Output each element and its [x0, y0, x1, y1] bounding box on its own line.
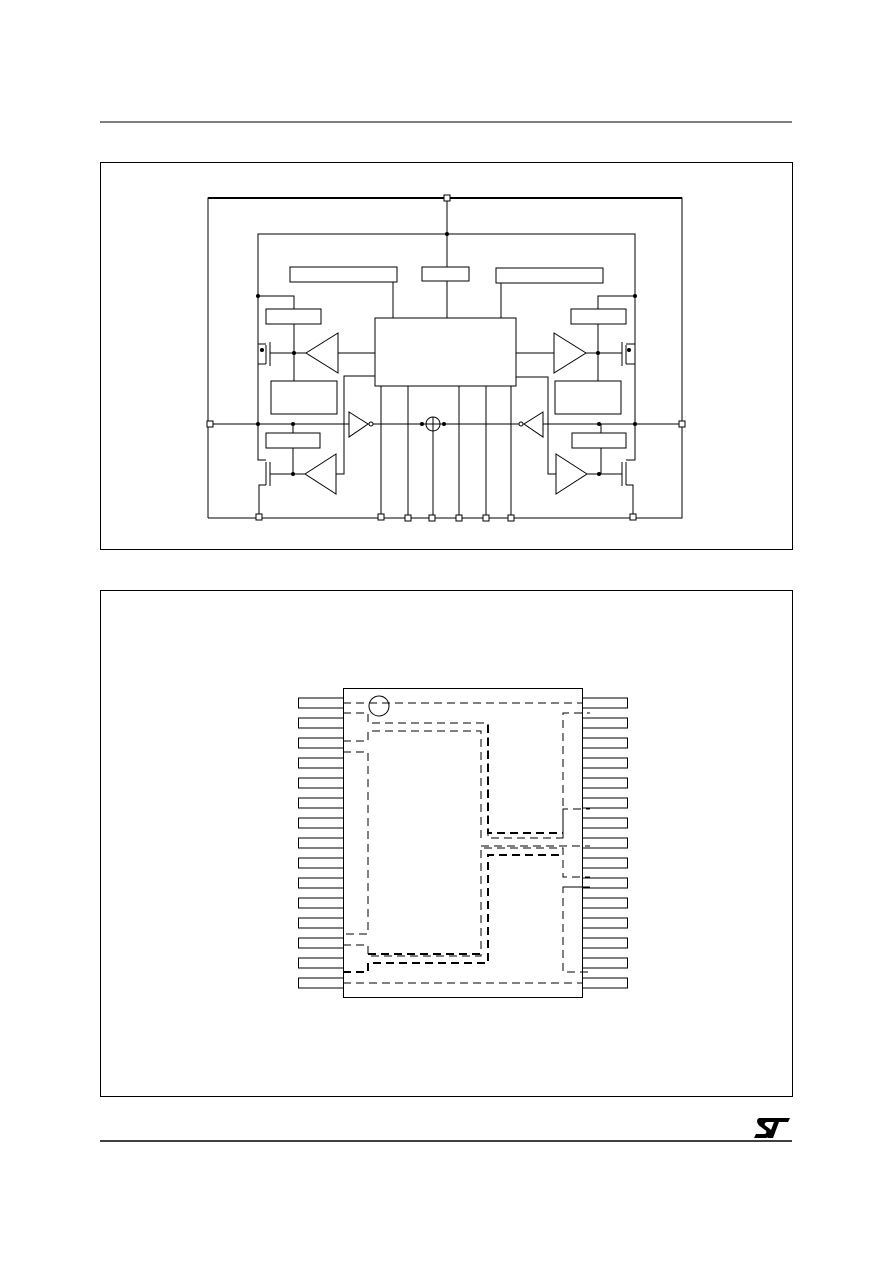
package-pin-left: [298, 737, 344, 749]
package-pin-right: [582, 917, 628, 929]
half-bridge-left: [257, 295, 375, 517]
junction-dot: [445, 232, 449, 236]
package-pin-right: [582, 777, 628, 789]
package-pin-left: [298, 857, 344, 869]
block-top-left: [289, 266, 398, 283]
junction-dot: [260, 348, 264, 352]
package-pin-right: [582, 697, 628, 709]
package-pin-left: [298, 797, 344, 809]
driver-amp-icon: [304, 453, 337, 495]
package-pin-right: [582, 857, 628, 869]
pin-pad: [443, 194, 451, 202]
junction-dot: [597, 422, 601, 426]
package-pin-right: [582, 737, 628, 749]
junction-dot: [627, 348, 631, 352]
block-top-center: [421, 266, 470, 282]
package-pin-left: [298, 817, 344, 829]
pin-pad: [629, 513, 637, 521]
package-pin-left: [298, 897, 344, 909]
package-pin-left: [298, 697, 344, 709]
package-body: [343, 688, 583, 998]
package-pin-left: [298, 917, 344, 929]
package-pin-left: [298, 957, 344, 969]
control-logic-block: [374, 317, 517, 387]
junction-dot: [633, 422, 637, 426]
package-pin-right: [582, 797, 628, 809]
package-pin-right: [582, 937, 628, 949]
package-pin-left: [298, 777, 344, 789]
junction-dot: [291, 472, 295, 476]
pinout-frame: [100, 590, 793, 1097]
package-pin-left: [298, 757, 344, 769]
package-pin-right: [582, 977, 628, 989]
junction-dot: [256, 422, 260, 426]
package-pin-right: [582, 897, 628, 909]
pin-pad: [428, 514, 436, 522]
inverter-icon: [348, 411, 369, 438]
pin-pad: [206, 420, 214, 428]
junction-dot: [442, 422, 446, 426]
pin-pad: [482, 514, 490, 522]
pin-pad: [255, 513, 263, 521]
junction-dot: [596, 351, 600, 355]
package-pin-right: [582, 957, 628, 969]
pin-pad: [678, 420, 686, 428]
junction-dot: [292, 351, 296, 355]
block-top-right: [495, 267, 604, 284]
pin1-marker-icon: [368, 695, 390, 717]
package-pin-right: [582, 717, 628, 729]
package-pin-right: [582, 757, 628, 769]
package-pin-left: [298, 837, 344, 849]
junction-dot: [633, 294, 637, 298]
package-pin-left: [298, 977, 344, 989]
package-pin-right: [582, 817, 628, 829]
pin-pad: [377, 513, 385, 521]
junction-dot: [256, 294, 260, 298]
half-bridge-right: [516, 295, 636, 517]
package-pin-left: [298, 937, 344, 949]
package-pinout: [298, 688, 628, 998]
pin-pad: [404, 514, 412, 522]
pin-pad: [507, 514, 515, 522]
block-diagram: [206, 194, 686, 522]
block-diagram-frame: [100, 162, 793, 550]
package-pin-left: [298, 717, 344, 729]
st-logo: [754, 1118, 790, 1138]
junction-dot: [597, 472, 601, 476]
driver-amp-icon: [305, 332, 339, 374]
junction-dot: [420, 422, 424, 426]
pin-pad: [455, 514, 463, 522]
junction-dot: [291, 422, 295, 426]
package-pin-left: [298, 877, 344, 889]
